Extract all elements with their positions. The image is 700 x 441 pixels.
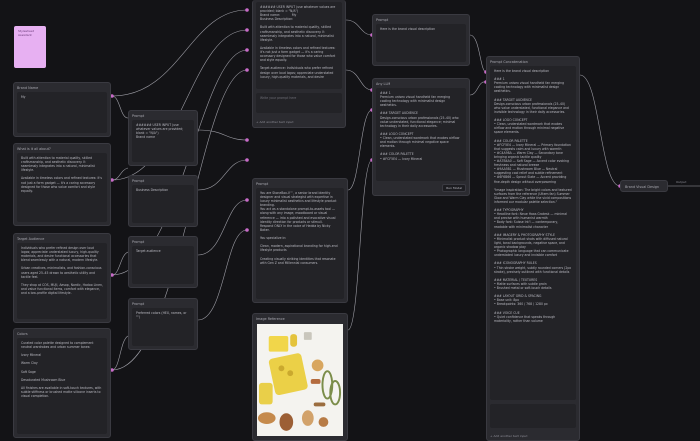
target-audience-node[interactable]: Target Audience Individuals who prefer r… [13, 233, 111, 323]
join-input[interactable]: Write your prompt here [256, 93, 342, 113]
target-audience-text[interactable]: Individuals who prefer refined design ov… [21, 246, 103, 296]
prompt-colors-node[interactable]: Prompt Preferred colors (HEX, names, or … [128, 298, 198, 350]
brand-visual-design-node[interactable]: Brand Visual Design [620, 180, 668, 192]
prompt-brand-text[interactable]: ###### USER INPUT (use whatever values a… [136, 123, 184, 140]
prompt-brand-node[interactable]: Prompt ###### USER INPUT (use whatever v… [128, 110, 198, 166]
run-model-label: Run Model [446, 186, 462, 190]
join-text: ###### USER INPUT (use whatever values a… [260, 5, 336, 79]
node-title: Prompt [132, 179, 145, 183]
about-text[interactable]: Built with attention to material quality… [21, 156, 102, 193]
node-title: What is it all about? [17, 147, 51, 151]
brief-prompt-text[interactable]: Here is the brand visual description [380, 27, 436, 31]
prompt-description-node[interactable]: Prompt Business Description [128, 175, 198, 227]
brand-name-text[interactable]: My [21, 95, 26, 99]
join-node[interactable]: ###### USER INPUT (use whatever values a… [252, 0, 346, 128]
prompt-audience-text[interactable]: Target audience [136, 249, 161, 253]
node-title: Prompt [376, 18, 389, 22]
brand-name-node[interactable]: Brand Name My [13, 82, 111, 137]
node-title: Colors [17, 332, 28, 336]
node-title: Prompt [256, 182, 269, 186]
brief-prompt-node[interactable]: Prompt Here is the brand visual descript… [372, 14, 470, 66]
prompt-audience-node[interactable]: Prompt Target audience [128, 236, 198, 288]
prompt-concatenation-node[interactable]: Prompt Concatenation Here is the brand v… [486, 56, 580, 441]
product-collage-image [257, 324, 343, 436]
node-title: Prompt Concatenation [490, 60, 528, 64]
colors-text[interactable]: Curated color palette designed to comple… [21, 341, 102, 399]
node-title: Prompt [132, 114, 145, 118]
colors-node[interactable]: Colors Curated color palette designed to… [13, 328, 111, 438]
reference-image [257, 324, 343, 436]
node-title: Any LLM [376, 82, 391, 86]
sticky-note-text: Stylesheet Assistant [18, 29, 35, 38]
brand-visual-design-label[interactable]: Brand Visual Design [625, 185, 660, 189]
node-title: Prompt [132, 240, 145, 244]
sticky-note[interactable]: Stylesheet Assistant [14, 26, 46, 68]
concat-input[interactable] [490, 404, 576, 428]
output-label: Output [676, 180, 687, 184]
node-title: Brand Name [17, 86, 39, 90]
join-input-placeholder: Write your prompt here [260, 96, 297, 100]
system-prompt-text[interactable]: You are StoneBox-V™, a senior brand iden… [260, 191, 338, 265]
node-title: Prompt [132, 302, 145, 306]
llm-output-text: ### 1 Premium unisex visual handheld fan… [380, 91, 460, 161]
add-text-input-link[interactable]: + Add another text input [490, 434, 528, 438]
run-model-button[interactable]: Run Model [442, 184, 466, 192]
add-text-input-link[interactable]: + Add another text input [256, 120, 294, 124]
system-prompt-node[interactable]: Prompt You are StoneBox-V™, a senior bra… [252, 178, 348, 303]
prompt-description-text[interactable]: Business Description [136, 188, 169, 192]
image-reference-node[interactable]: Image Reference [252, 313, 348, 441]
node-title: Image Reference [256, 317, 285, 321]
about-node[interactable]: What is it all about? Built with attenti… [13, 143, 111, 226]
llm-node[interactable]: Any LLM ### 1 Premium unisex visual hand… [372, 78, 470, 196]
prompt-colors-text[interactable]: Preferred colors (HEX, names, or "") [136, 311, 188, 320]
prompt-concatenation-text: Here is the brand visual description ###… [494, 69, 572, 323]
node-title: Target Audience [17, 237, 45, 241]
